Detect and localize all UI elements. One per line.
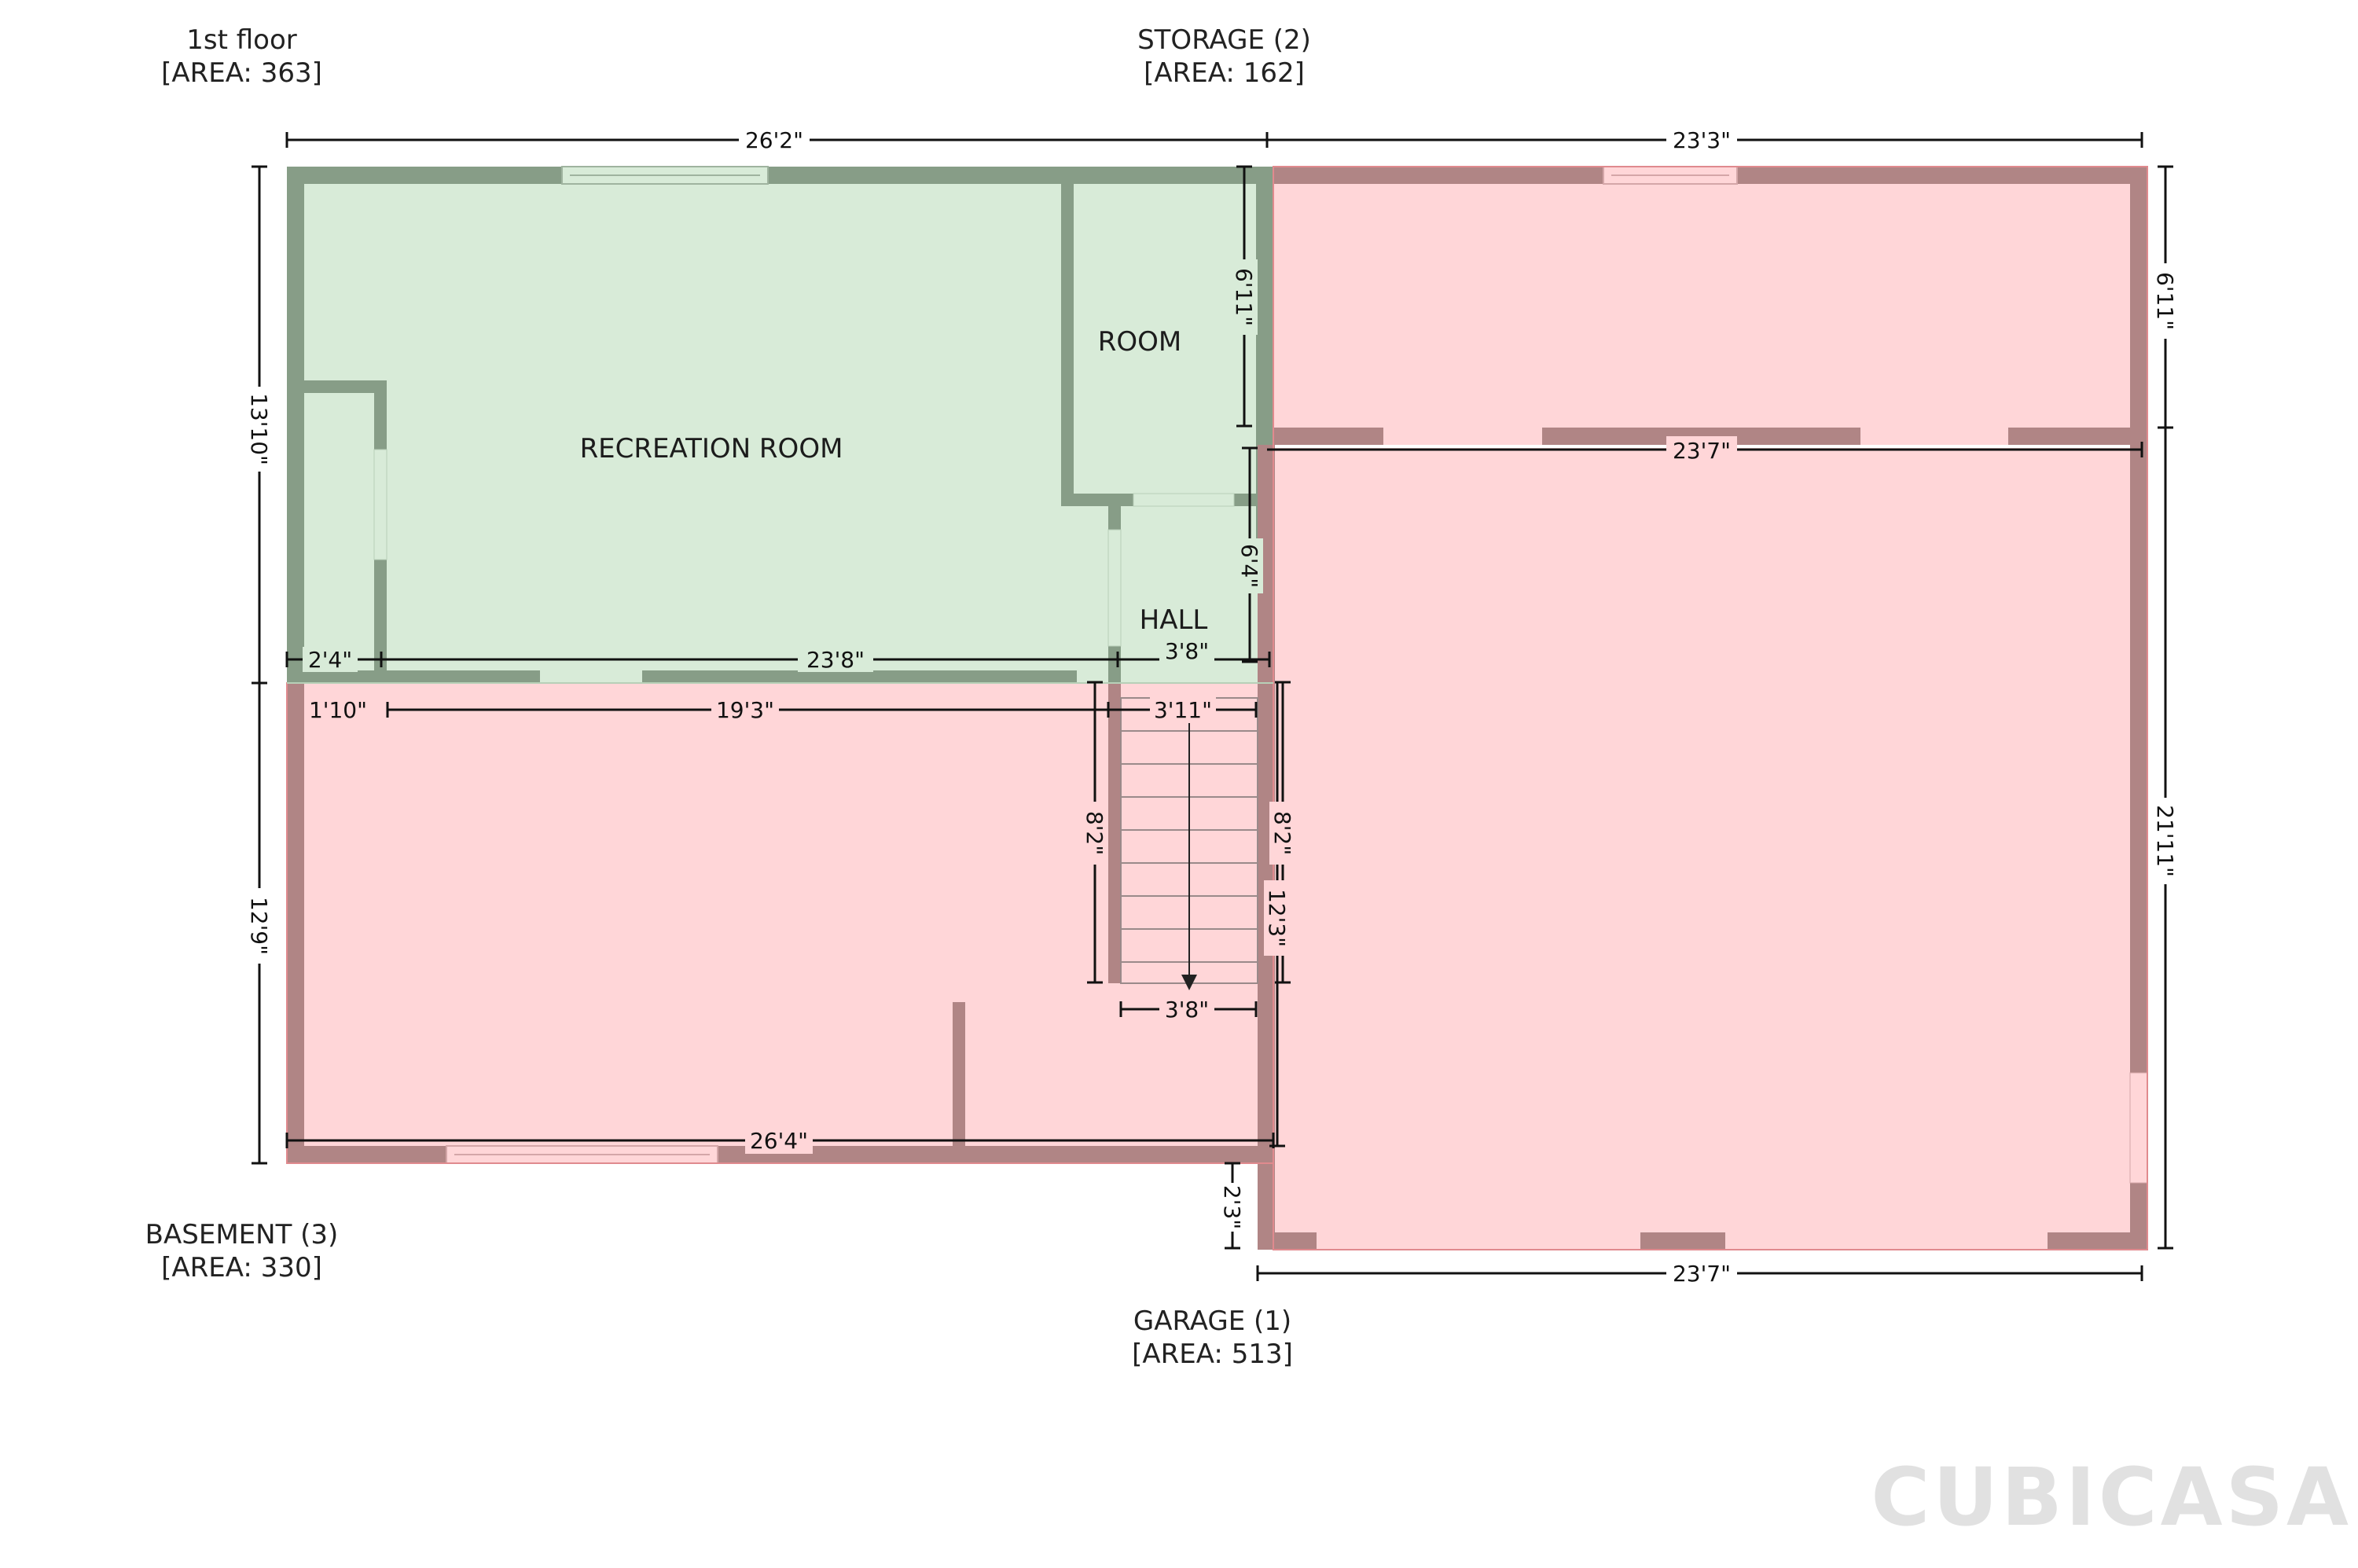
room-label-hall: HALL [1140, 604, 1208, 636]
dim-right-upper: 6'11" [2152, 272, 2178, 330]
dim-stair-width-top: 3'11" [1154, 697, 1212, 723]
dim-right-lower: 21'11" [2152, 805, 2178, 877]
dim-room-height: 6'11" [1231, 268, 1257, 326]
dim-closet-width: 2'4" [308, 647, 352, 673]
floor-outlines [286, 166, 2148, 1250]
first-floor-fill [287, 167, 1273, 683]
dimension-lines [252, 132, 2173, 1281]
dim-base-offset: 1'10" [309, 697, 367, 723]
zone-area: [AREA: 513] [1132, 1338, 1293, 1370]
dim-garage-inner-top: 23'7" [1673, 438, 1731, 464]
zone-label-garage: GARAGE (1) [AREA: 513] [1104, 1305, 1320, 1371]
dim-left-lower: 12'9" [246, 897, 272, 955]
zone-area: [AREA: 162] [1144, 57, 1305, 89]
dim-base-bottom: 26'4" [750, 1128, 808, 1154]
dim-stair-length-left: 8'2" [1082, 811, 1107, 855]
dim-top-right: 23'3" [1673, 127, 1731, 153]
dim-hall-height: 6'4" [1236, 544, 1262, 588]
zone-label-basement: BASEMENT (3) [AREA: 330] [130, 1218, 354, 1284]
dim-left-upper: 13'10" [246, 393, 272, 465]
dim-rec-width: 23'8" [806, 647, 865, 673]
zone-name: GARAGE (1) [1133, 1305, 1292, 1337]
dim-base-side-inner: 12'3" [1264, 889, 1290, 947]
first-floor-openings [373, 166, 1235, 683]
red-openings [446, 166, 2148, 1250]
dim-top-left: 26'2" [745, 127, 803, 153]
zone-area: [AREA: 363] [161, 57, 322, 89]
room-label-recreation: RECREATION ROOM [580, 433, 843, 465]
dim-garage-bottom: 23'7" [1673, 1261, 1731, 1287]
dim-stair-length-right: 8'2" [1269, 811, 1295, 855]
garage-fill [1260, 448, 2147, 1250]
zone-name: BASEMENT (3) [145, 1219, 339, 1250]
dim-garage-step: 2'3" [1219, 1185, 1245, 1229]
room-label-room: ROOM [1098, 326, 1181, 358]
dim-hall-width: 3'8" [1165, 638, 1209, 664]
zone-area: [AREA: 330] [161, 1252, 322, 1283]
storage-fill [1273, 167, 2147, 428]
zone-name: 1st floor [186, 24, 297, 56]
dimension-texts: 26'2" 23'3" 13'10" 12'9" 6'11" 21'11" 6'… [246, 126, 2179, 1287]
zone-name: STORAGE (2) [1137, 24, 1311, 56]
zone-label-storage: STORAGE (2) [AREA: 162] [1116, 24, 1332, 90]
dim-stair-width-bottom: 3'8" [1165, 997, 1209, 1023]
storage-garage-walls [1258, 167, 2147, 1250]
zone-label-first-floor: 1st floor [AREA: 363] [141, 24, 342, 90]
brand-logo: CUBICASA [1871, 1451, 2352, 1544]
dim-base-width: 19'3" [716, 697, 774, 723]
